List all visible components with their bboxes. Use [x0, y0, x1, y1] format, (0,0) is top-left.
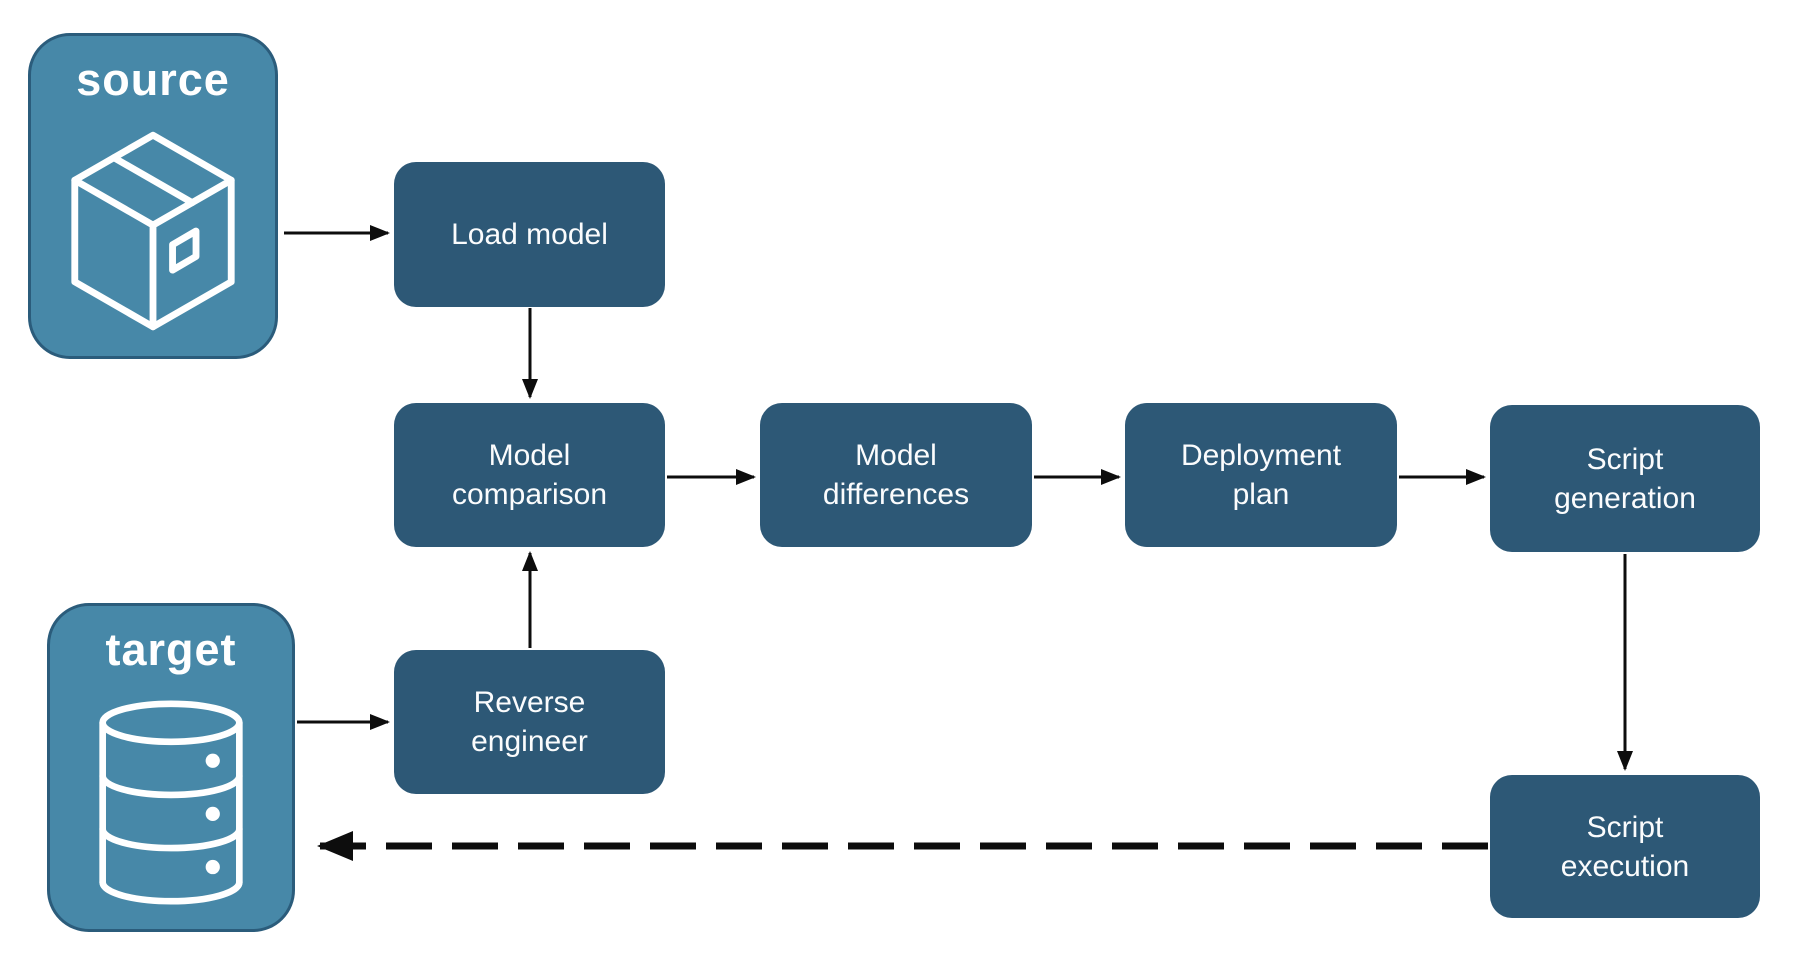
container-target: target: [47, 603, 295, 932]
node-load-model: Load model: [394, 162, 665, 307]
node-label: Reverse engineer: [471, 686, 588, 758]
node-label: Load model: [451, 218, 608, 251]
node-label: Model differences: [822, 439, 970, 511]
node-script-execution: Script execution: [1490, 775, 1760, 918]
node-model-comparison: Model comparison: [394, 403, 665, 547]
target-icon-area: [50, 676, 292, 929]
node-label: Deployment plan: [1180, 439, 1342, 511]
database-icon: [99, 700, 243, 905]
node-label: Script generation: [1554, 442, 1696, 515]
node-model-differences: Model differences: [760, 403, 1032, 547]
source-icon-area: [31, 106, 275, 356]
package-icon: [71, 131, 235, 331]
container-source: source: [28, 33, 278, 359]
node-label: Model comparison: [451, 439, 608, 511]
node-label: Script execution: [1560, 810, 1690, 883]
node-deployment-plan: Deployment plan: [1125, 403, 1397, 547]
node-reverse-engineer: Reverse engineer: [394, 650, 665, 794]
source-label: source: [76, 54, 230, 105]
target-label: target: [105, 624, 237, 675]
node-script-generation: Script generation: [1490, 405, 1760, 552]
